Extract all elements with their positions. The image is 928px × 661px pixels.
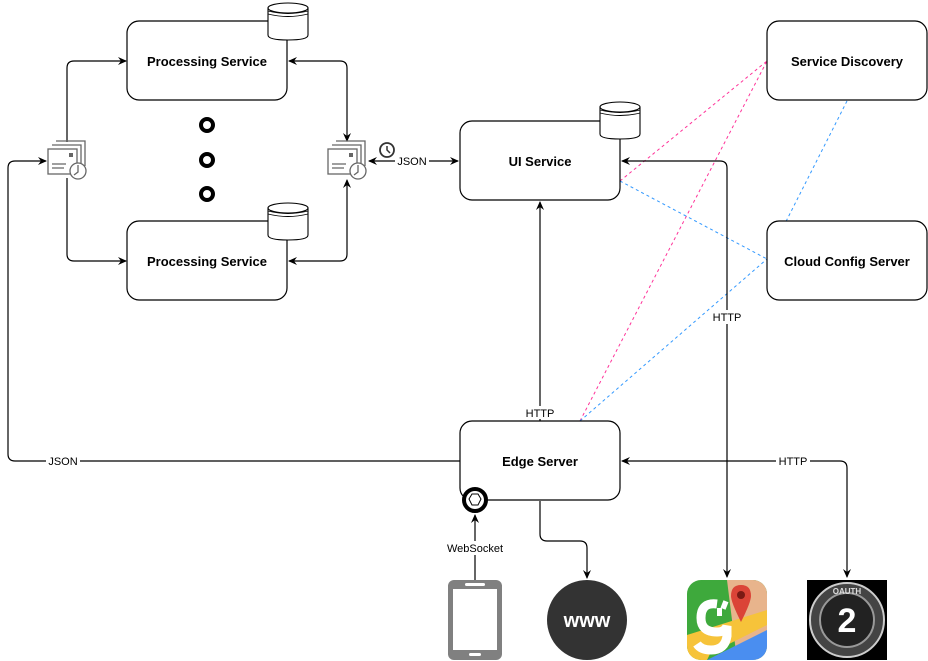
config-links (579, 100, 848, 422)
www-globe-icon[interactable]: www (547, 580, 627, 660)
node-label: Service Discovery (791, 54, 904, 69)
dot-icon (199, 186, 215, 202)
node-label: UI Service (509, 154, 572, 169)
label-json-edge: JSON (48, 456, 77, 468)
message-queue-icon[interactable] (327, 140, 367, 180)
node-label: Processing Service (147, 54, 267, 69)
node-label: Edge Server (502, 454, 578, 469)
clock-icon (379, 142, 395, 158)
label-websocket: WebSocket (447, 543, 503, 555)
node-processing-service-2[interactable]: Processing Service (126, 220, 288, 301)
www-text: www (563, 610, 611, 632)
label-http-ui-maps: HTTP (713, 312, 742, 324)
edge-queue-left-to-processing-1 (66, 57, 127, 142)
database-icon (267, 2, 309, 41)
dot-icon (199, 152, 215, 168)
google-maps-icon[interactable] (687, 580, 767, 660)
label-http-edge-ui: HTTP (526, 408, 555, 420)
database-icon (267, 202, 309, 241)
edge-labels: JSON JSON HTTP HTTP HTTP WebSocket (46, 154, 810, 555)
node-edge-server[interactable]: Edge Server (459, 420, 621, 501)
edge-edge-to-www (539, 501, 591, 579)
message-queue-icon[interactable] (47, 140, 87, 180)
node-service-discovery[interactable]: Service Discovery (766, 20, 928, 101)
edge-edge-to-oauth (621, 457, 851, 578)
more-instances-dots (199, 117, 215, 202)
edge-queue-right-processing-1 (288, 57, 351, 142)
node-label: Processing Service (147, 254, 267, 269)
edge-queue-right-processing-2 (288, 179, 351, 265)
node-processing-service-1[interactable]: Processing Service (126, 20, 288, 101)
edge-ui-to-maps (621, 157, 731, 578)
database-icon (599, 101, 641, 140)
oauth-top-text: OAUTH (833, 587, 862, 596)
label-http-edge-oauth: HTTP (779, 456, 808, 468)
discovery-link-ui (619, 60, 768, 182)
discovery-link-edge (579, 60, 768, 422)
smartphone-icon[interactable] (448, 580, 502, 660)
oauth-number: 2 (838, 602, 857, 640)
node-cloud-config-server[interactable]: Cloud Config Server (766, 220, 928, 301)
oauth2-icon[interactable]: OAUTH 2 (807, 580, 887, 660)
edge-edge-to-queue-left (7, 157, 460, 462)
dot-icon (199, 117, 215, 133)
node-label: Cloud Config Server (784, 254, 910, 269)
node-ui-service[interactable]: UI Service (459, 120, 621, 201)
config-link-edge (579, 258, 768, 422)
config-link-ui (619, 180, 768, 260)
websocket-endpoint-icon[interactable] (462, 487, 488, 513)
label-json-ui: JSON (397, 156, 426, 168)
edge-queue-left-to-processing-2 (66, 178, 127, 265)
